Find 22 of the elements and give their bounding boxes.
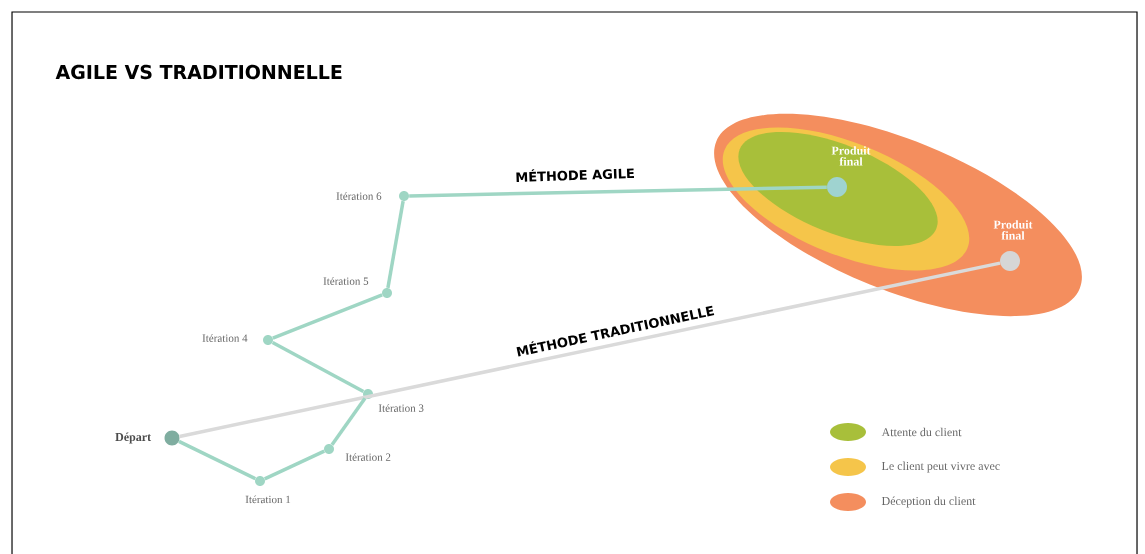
point-label: Produit final (993, 220, 1033, 240)
point-label: Itération 2 (345, 453, 391, 461)
point-label: Itération 5 (323, 277, 369, 285)
point-label: Itération 4 (202, 334, 248, 342)
point-label: Départ (115, 432, 152, 444)
legend-label: Le client peut vivre avec (881, 461, 1000, 473)
path-line (179, 261, 1001, 439)
title: AGILE VS TRADITIONNELLE (55, 64, 342, 80)
point-label: Itération 6 (336, 192, 382, 200)
path-line (272, 293, 383, 340)
edge-label: MÉTHODE AGILE (516, 168, 634, 182)
legend-label: Déception du client (881, 496, 976, 508)
path-line (409, 185, 827, 198)
path-line (386, 200, 405, 289)
path-line (271, 340, 365, 394)
point-label: Itération 3 (378, 404, 424, 412)
path-line (264, 449, 326, 481)
point-label: Itération 1 (245, 495, 291, 504)
point-label: Produit final (831, 146, 871, 166)
path-line (330, 397, 367, 446)
path-line (178, 439, 257, 481)
legend-label: Attente du client (881, 427, 962, 437)
